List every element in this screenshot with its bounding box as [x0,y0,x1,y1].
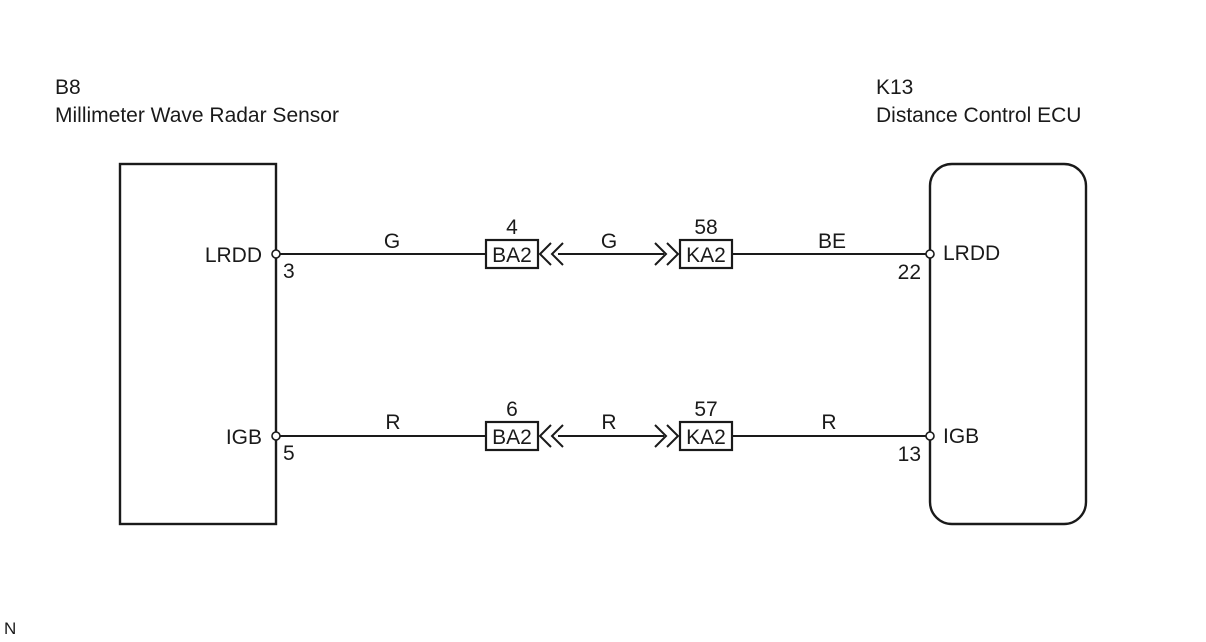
right-pin-number-lrdd: 22 [898,261,921,284]
left-pin-number-igb: 5 [283,442,295,465]
terminal-left-igb [271,431,281,441]
connector-ba2-igb-label: BA2 [492,426,532,449]
male-terminal-icon [654,424,680,448]
connector-ka2-igb [678,420,734,452]
connector-ka2-lrdd-label: KA2 [686,244,726,267]
wire-color-lrdd-middle: G [601,230,617,253]
right-pin-label-lrdd: LRDD [943,242,1000,265]
radar-sensor-box [118,162,278,526]
connector-ka2-lrdd [678,238,734,270]
connector-ba2-lrdd [484,238,540,270]
wire-color-lrdd-right: BE [818,230,846,253]
terminal-right-lrdd [925,249,935,259]
left-pin-label-lrdd: LRDD [205,244,262,267]
connector-ba2-lrdd-label: BA2 [492,244,532,267]
left-component-code: B8 [55,76,81,99]
male-terminal-icon [654,242,680,266]
circuit-lrdd: LRDD 3 LRDD 22 G G BE BA2 4 KA2 58 [205,216,1000,284]
right-component-name: Distance Control ECU [876,104,1081,127]
connector-ba2-igb-pin: 6 [506,398,518,421]
right-pin-number-igb: 13 [898,443,921,466]
terminal-right-igb [925,431,935,441]
connector-ka2-igb-pin: 57 [694,398,717,421]
left-pin-number-lrdd: 3 [283,260,295,283]
female-terminal-icon [538,242,564,266]
right-pin-label-igb: IGB [943,425,979,448]
right-component-code: K13 [876,76,913,99]
circuit-igb: IGB 5 IGB 13 R R R BA2 6 KA2 57 [226,398,979,466]
wire-color-igb-right: R [821,411,836,434]
terminal-left-lrdd [271,249,281,259]
left-component-name: Millimeter Wave Radar Sensor [55,104,339,127]
wire-color-lrdd-left: G [384,230,400,253]
connector-ba2-igb [484,420,540,452]
wire-color-igb-middle: R [601,411,616,434]
ecu-box [928,162,1088,526]
left-pin-label-igb: IGB [226,426,262,449]
wire-color-igb-left: R [385,411,400,434]
connector-ka2-lrdd-pin: 58 [694,216,717,239]
connector-ka2-igb-label: KA2 [686,426,726,449]
female-terminal-icon [538,424,564,448]
corner-note: N [4,619,16,638]
connector-ba2-lrdd-pin: 4 [506,216,518,239]
